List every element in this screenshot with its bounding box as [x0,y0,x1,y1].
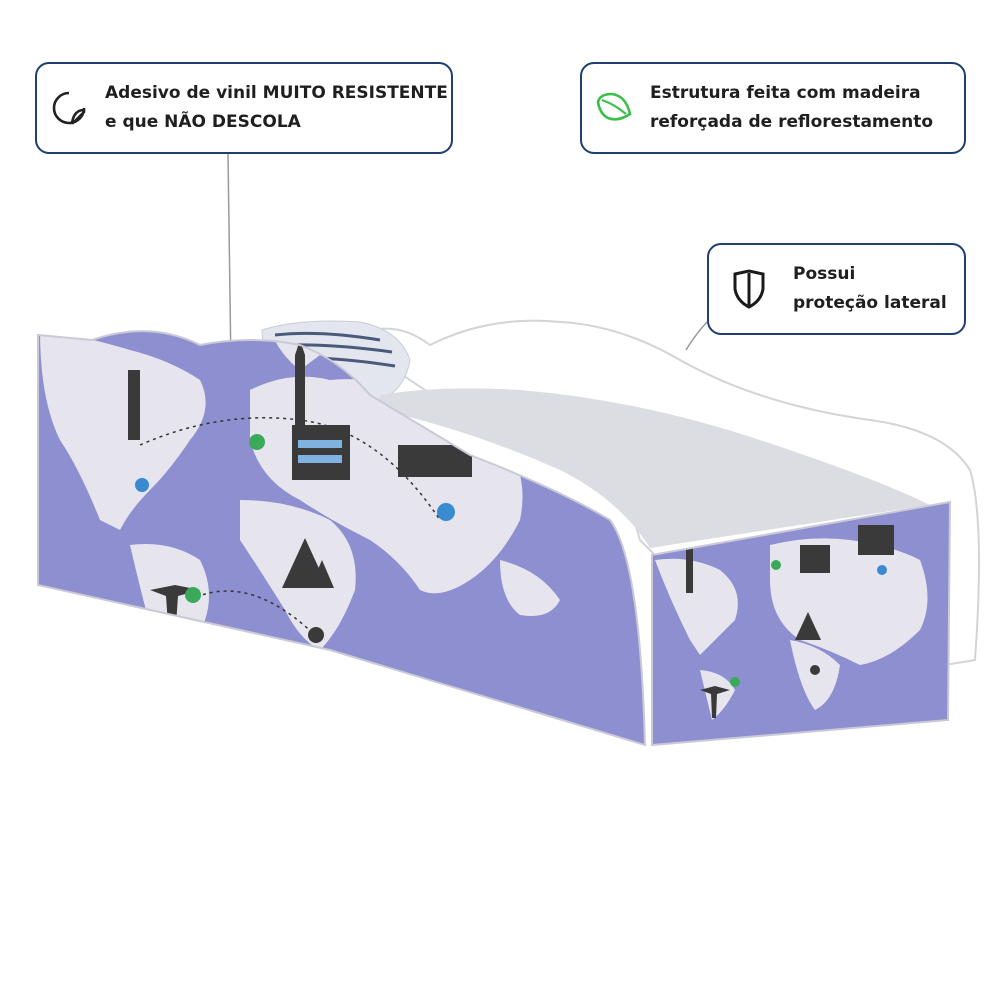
callout-wood-line1: Estrutura feita com madeira [650,83,921,103]
sticker-peel-icon [49,88,89,128]
callout-protection: Possui proteção lateral [707,243,966,335]
callout-sticker-line1: Adesivo de vinil MUITO RESISTENTE [105,83,448,103]
callout-sticker-text: Adesivo de vinil MUITO RESISTENTE e que … [105,79,448,137]
leaf-icon [594,88,634,128]
callout-sticker-line2: e que NÃO DESCOLA [105,112,301,132]
mattress [380,388,930,548]
callout-wood: Estrutura feita com madeira reforçada de… [580,62,966,154]
callout-wood-text: Estrutura feita com madeira reforçada de… [650,79,933,137]
shield-icon [729,269,769,309]
callout-protection-line1: Possui [793,264,856,284]
callout-wood-line2: reforçada de reflorestamento [650,112,934,132]
leader-line-protection [685,321,708,351]
callout-protection-line2: proteção lateral [793,293,947,313]
callout-sticker: Adesivo de vinil MUITO RESISTENTE e que … [35,62,453,154]
callout-protection-text: Possui proteção lateral [793,260,947,318]
